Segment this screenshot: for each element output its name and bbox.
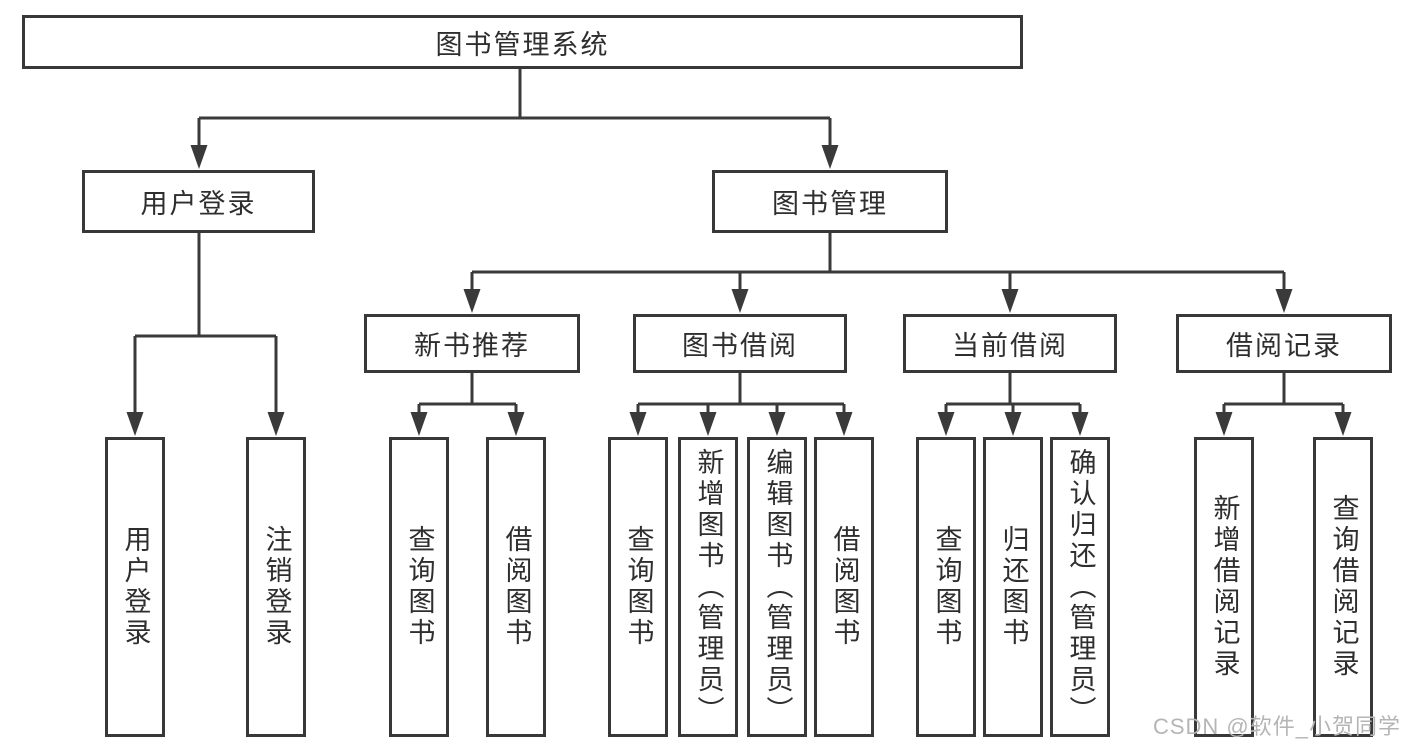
leaf-label: 借阅图书 bbox=[501, 525, 532, 649]
leaf-borrow-books: 借阅图书 bbox=[814, 437, 874, 737]
leaf-label: 查询借阅记录 bbox=[1328, 494, 1359, 680]
connector-borrow-to-leaves bbox=[629, 373, 853, 436]
leaf-label: 编辑图书（管理员） bbox=[762, 447, 793, 727]
leaf-label: 归还图书 bbox=[998, 525, 1029, 649]
leaf-label: 新增图书（管理员） bbox=[693, 447, 724, 727]
node-borrowing-records: 借阅记录 bbox=[1176, 314, 1392, 373]
leaf-label: 新增借阅记录 bbox=[1209, 494, 1240, 680]
leaf-add-borrow-record: 新增借阅记录 bbox=[1194, 437, 1254, 737]
leaf-query-books-borrow: 查询图书 bbox=[608, 437, 668, 737]
connector-bookmgmt-to-level3 bbox=[463, 233, 1293, 313]
connector-records-to-leaves bbox=[1215, 373, 1352, 436]
node-current-borrowing: 当前借阅 bbox=[903, 314, 1117, 373]
leaf-add-book-admin: 新增图书（管理员） bbox=[678, 437, 738, 737]
leaf-label: 用户登录 bbox=[120, 525, 151, 649]
csdn-watermark: CSDN @软件_小贺同学 bbox=[1152, 714, 1401, 739]
leaf-label: 注销登录 bbox=[261, 525, 292, 649]
connector-userlogin-to-leaves bbox=[126, 233, 285, 436]
leaf-label: 借阅图书 bbox=[829, 525, 860, 649]
node-root-book-management-system: 图书管理系统 bbox=[22, 15, 1023, 69]
connector-recommend-to-leaves bbox=[410, 373, 525, 436]
leaf-query-books-recommend: 查询图书 bbox=[389, 437, 449, 737]
node-book-borrowing: 图书借阅 bbox=[633, 314, 847, 373]
leaf-query-books-current: 查询图书 bbox=[916, 437, 976, 737]
leaf-confirm-return-admin: 确认归还（管理员） bbox=[1050, 437, 1110, 737]
connector-current-to-leaves bbox=[937, 373, 1089, 436]
node-user-login: 用户登录 bbox=[82, 170, 315, 233]
node-new-book-recommendation: 新书推荐 bbox=[364, 314, 580, 373]
leaf-borrow-books-recommend: 借阅图书 bbox=[486, 437, 546, 737]
leaf-logout: 注销登录 bbox=[246, 437, 306, 737]
leaf-edit-book-admin: 编辑图书（管理员） bbox=[747, 437, 807, 737]
leaf-label: 查询图书 bbox=[404, 525, 435, 649]
leaf-query-borrow-record: 查询借阅记录 bbox=[1313, 437, 1373, 737]
leaf-label: 确认归还（管理员） bbox=[1065, 447, 1096, 727]
connector-root-to-level2 bbox=[190, 69, 839, 169]
leaf-label: 查询图书 bbox=[623, 525, 654, 649]
leaf-return-book: 归还图书 bbox=[983, 437, 1043, 737]
leaf-user-login: 用户登录 bbox=[105, 437, 165, 737]
node-book-management: 图书管理 bbox=[712, 170, 948, 233]
leaf-label: 查询图书 bbox=[931, 525, 962, 649]
